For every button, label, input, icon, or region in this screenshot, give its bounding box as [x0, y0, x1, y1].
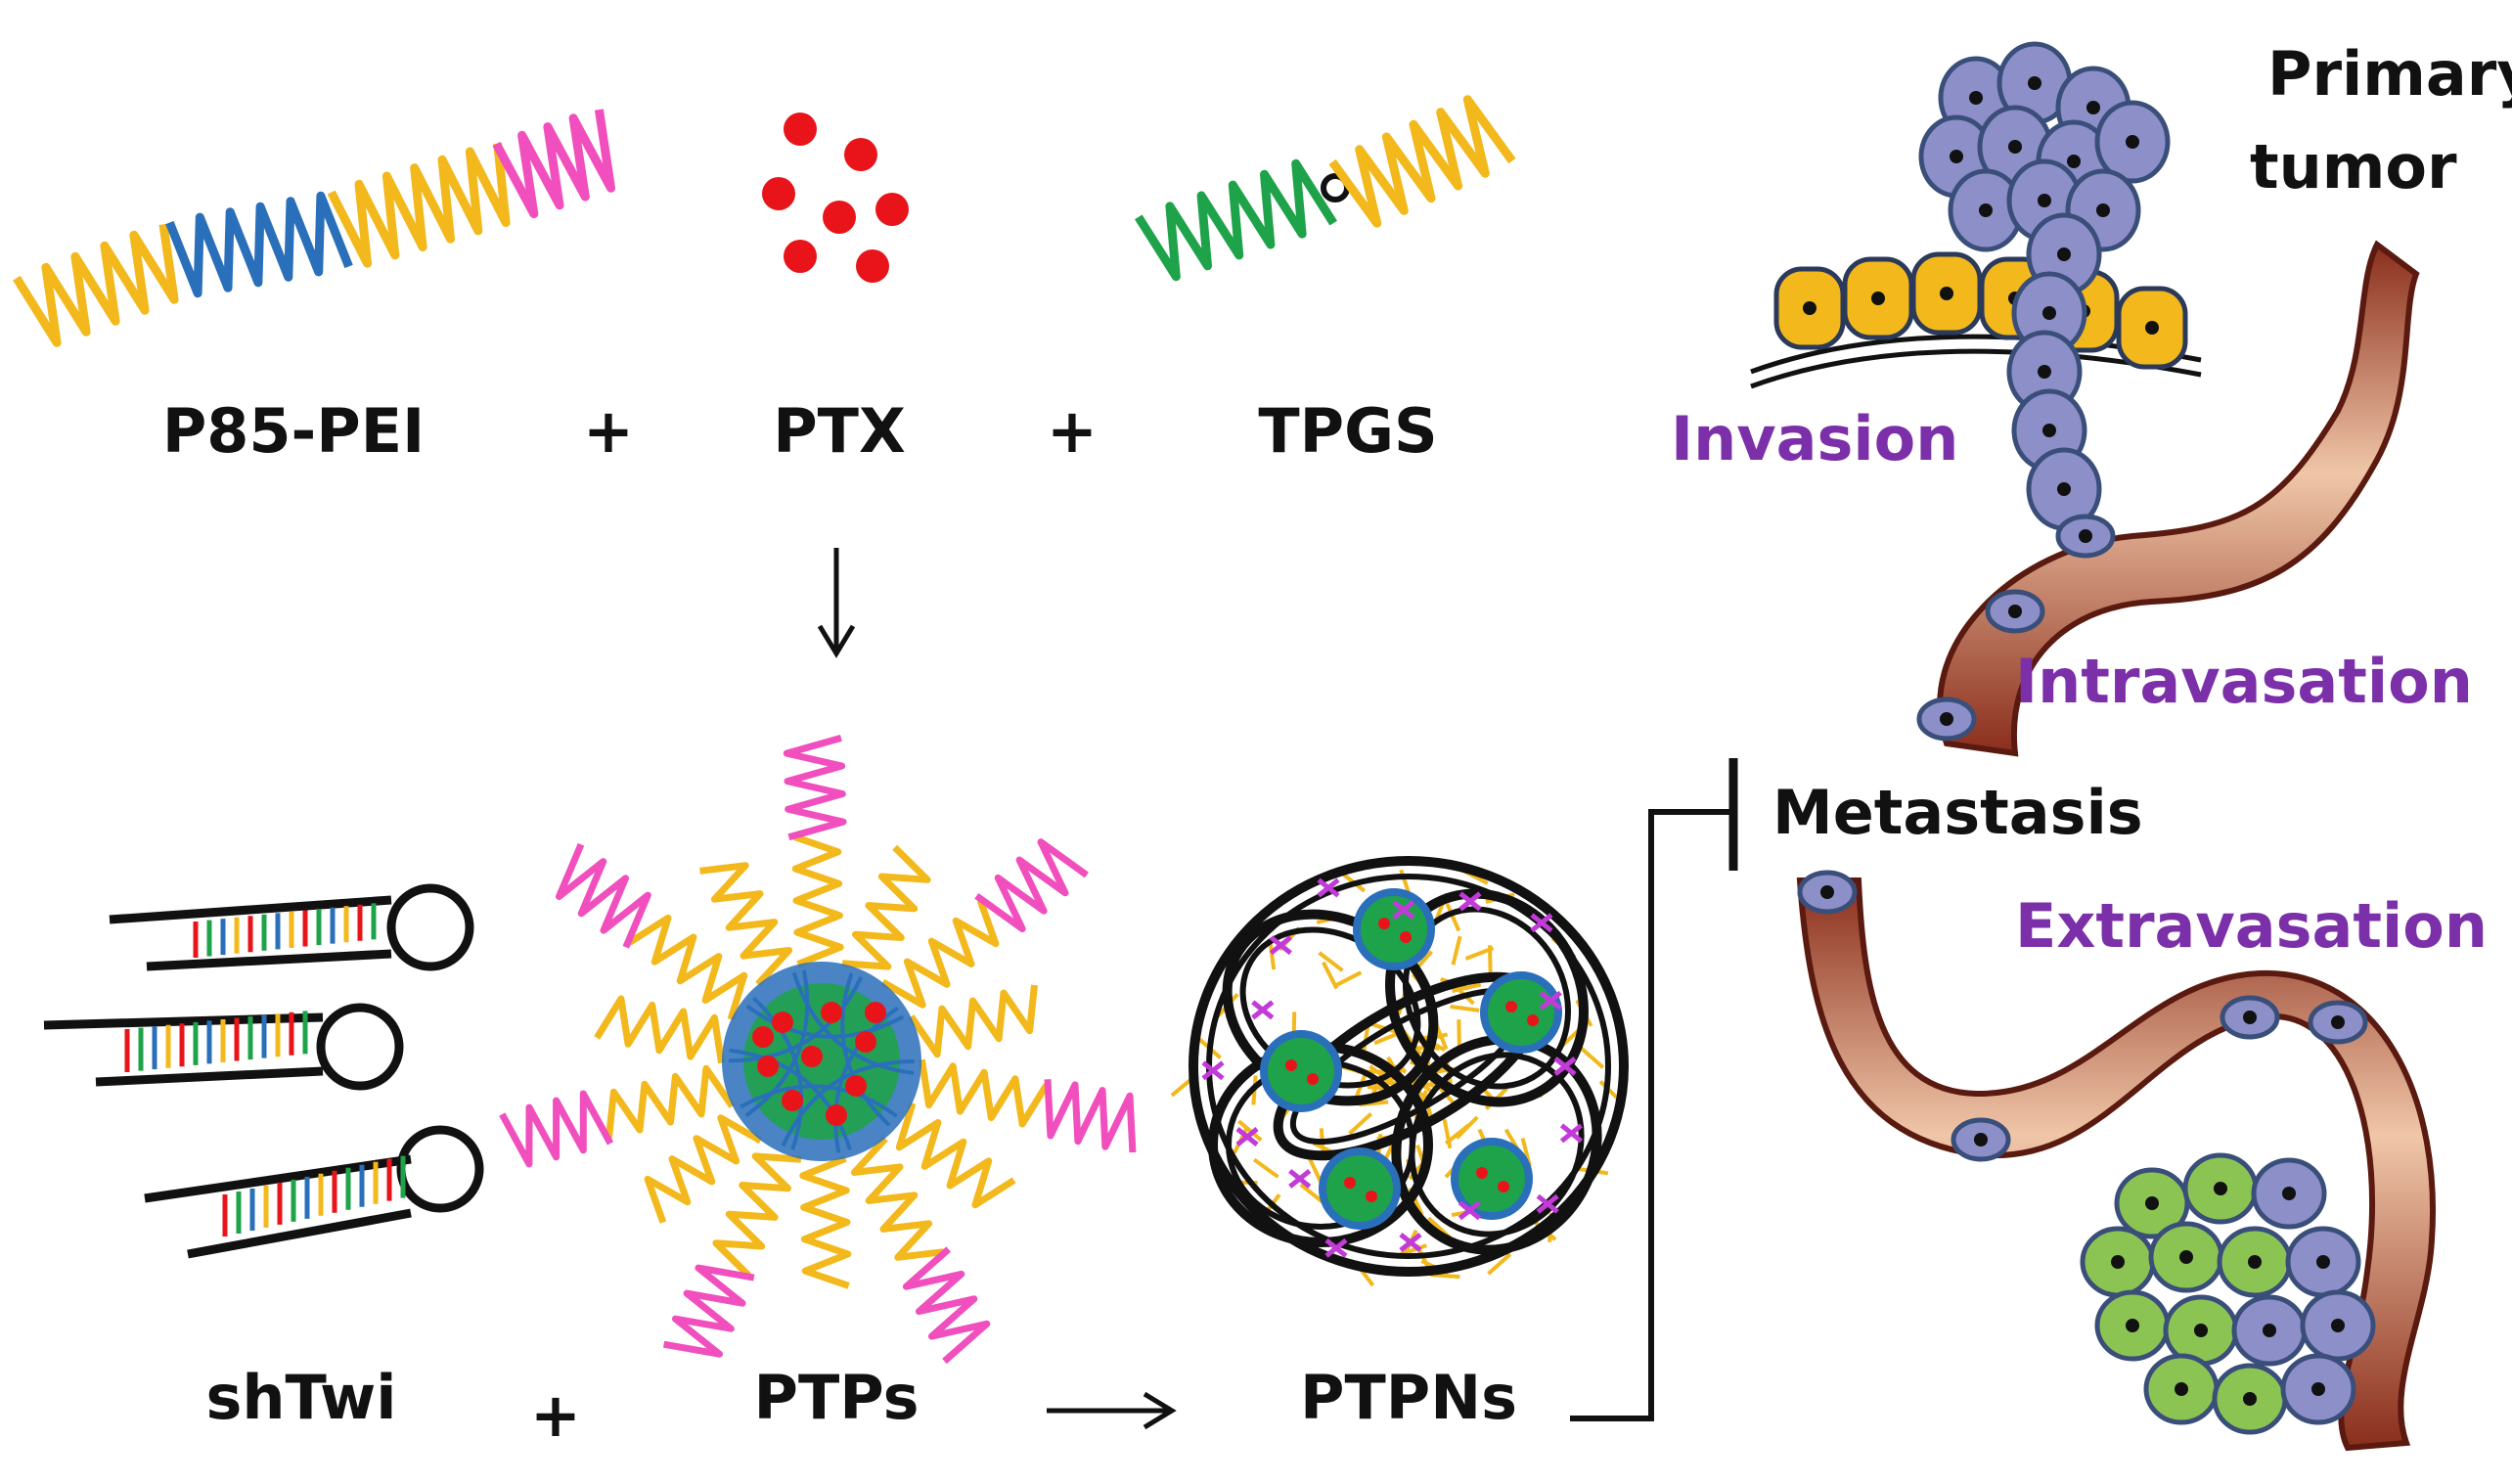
metastatic-tumor-cell	[2083, 1229, 2153, 1295]
shtwi-label: shTwi	[205, 1362, 396, 1433]
metastatic-tumor-cell	[2303, 1292, 2373, 1359]
extravasated-cell	[2222, 998, 2277, 1037]
epithelial-cell	[1845, 259, 1911, 337]
epithelial-cell	[1776, 269, 1843, 347]
plus-sign: +	[583, 395, 634, 467]
inhibition-line	[1570, 758, 1733, 1418]
metastatic-tumor-cell	[2283, 1356, 2354, 1422]
metastatic-tumor-cell	[2151, 1224, 2221, 1290]
metastasis-label: Metastasis	[1772, 777, 2143, 848]
intravasating-cell	[2058, 517, 2113, 556]
ptpns-label: PTPNs	[1300, 1362, 1517, 1433]
shtwi-hairpin-icon	[44, 888, 479, 1254]
metastatic-tumor-cell	[2254, 1160, 2324, 1227]
p85-pei-polymer-icon	[17, 110, 611, 342]
ptps-micelle-icon	[502, 738, 1133, 1361]
tpgs-label: TPGS	[1258, 395, 1437, 467]
epithelial-cell	[2119, 289, 2185, 367]
metastatic-tumor-cell	[2220, 1229, 2290, 1295]
tumor-metastasis-illustration	[1751, 44, 2433, 1448]
ptpns-nanoparticle-icon	[1172, 858, 1636, 1286]
extravasating-cell	[1800, 873, 1855, 912]
extravasated-cell	[2310, 1003, 2365, 1042]
right-arrow-icon	[1047, 1394, 1172, 1427]
circulating-cell	[1988, 592, 2042, 631]
p85-pei-label: P85-PEI	[162, 395, 425, 467]
invasion-label: Invasion	[1671, 403, 1958, 474]
extravasation-label: Extravasation	[2015, 890, 2488, 962]
intravasation-label: Intravasation	[2015, 646, 2473, 717]
circulating-cell	[1953, 1120, 2008, 1159]
down-arrow-icon	[820, 548, 853, 653]
epithelial-cell	[1913, 254, 1980, 333]
metastatic-tumor-cell	[2185, 1155, 2256, 1222]
metastatic-tumor-cell	[2288, 1229, 2358, 1295]
metastatic-tumor-cell	[2097, 1292, 2168, 1359]
metastatic-tumor-cell	[2215, 1366, 2285, 1432]
plus-sign: +	[1047, 395, 1098, 467]
ptx-label: PTX	[773, 395, 906, 467]
metastatic-tumor-cell	[2146, 1356, 2217, 1422]
primary-tumor-label: Primary	[2267, 38, 2512, 110]
metastatic-tumor-cell	[2234, 1297, 2305, 1364]
ptps-label: PTPs	[754, 1362, 920, 1433]
ptx-drug-icon	[762, 112, 909, 283]
tpgs-polymer-icon	[1139, 100, 1512, 277]
primary-tumor-label: tumor	[2250, 131, 2457, 202]
circulating-cell	[1919, 699, 1974, 739]
plus-sign: +	[530, 1379, 581, 1451]
